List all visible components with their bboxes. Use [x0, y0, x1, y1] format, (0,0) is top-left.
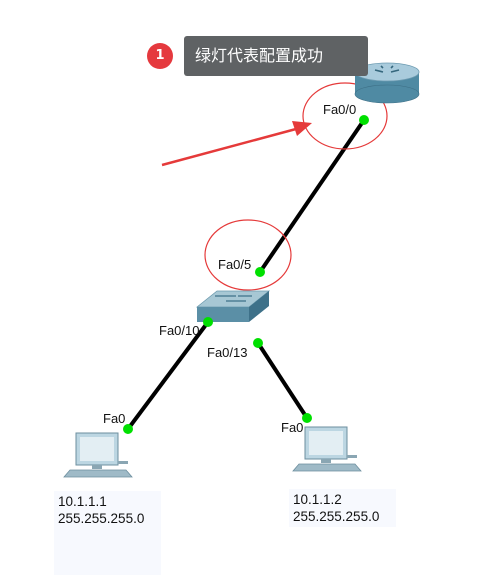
link-light-pc1-fa0: [123, 424, 133, 434]
pc1-ip-address: 10.1.1.1: [58, 494, 107, 509]
pc2-port-label: Fa0: [281, 420, 304, 435]
highlight-router-port-circle: [302, 82, 388, 150]
cable-router-switch[interactable]: [258, 118, 366, 274]
switch-uplink-port-label: Fa0/5: [218, 257, 252, 272]
switch-icon[interactable]: [195, 290, 271, 322]
pc2-subnet-mask: 255.255.255.0: [293, 509, 380, 524]
cable-switch-pc2[interactable]: [256, 341, 309, 420]
step-number-badge: 1: [147, 43, 173, 69]
link-light-switch-fa0-10: [203, 317, 213, 327]
switch-port-left-label: Fa0/10: [159, 323, 200, 338]
switch-port-right-label: Fa0/13: [207, 345, 248, 360]
link-light-switch-fa0-13: [253, 338, 263, 348]
pc1-subnet-mask: 255.255.255.0: [58, 511, 145, 526]
callout-tooltip: 绿灯代表配置成功: [184, 36, 368, 76]
router-port-label: Fa0/0: [323, 102, 357, 117]
pc2-icon[interactable]: [292, 426, 362, 472]
link-light-router-fa0-0: [359, 115, 369, 125]
pc1-info-box: 10.1.1.1 255.255.255.0: [54, 491, 161, 575]
router-icon[interactable]: [354, 62, 420, 104]
pc1-icon[interactable]: [63, 432, 133, 478]
pc2-ip-address: 10.1.1.2: [293, 492, 342, 507]
highlight-switch-port-circle: [204, 219, 292, 291]
pc1-port-label: Fa0: [103, 411, 126, 426]
annotation-arrow: [161, 121, 312, 167]
cable-switch-pc1[interactable]: [126, 320, 210, 431]
link-light-switch-fa0-5: [255, 267, 265, 277]
pc2-info-box: 10.1.1.2 255.255.255.0: [289, 489, 396, 527]
link-light-pc2-fa0: [302, 413, 312, 423]
